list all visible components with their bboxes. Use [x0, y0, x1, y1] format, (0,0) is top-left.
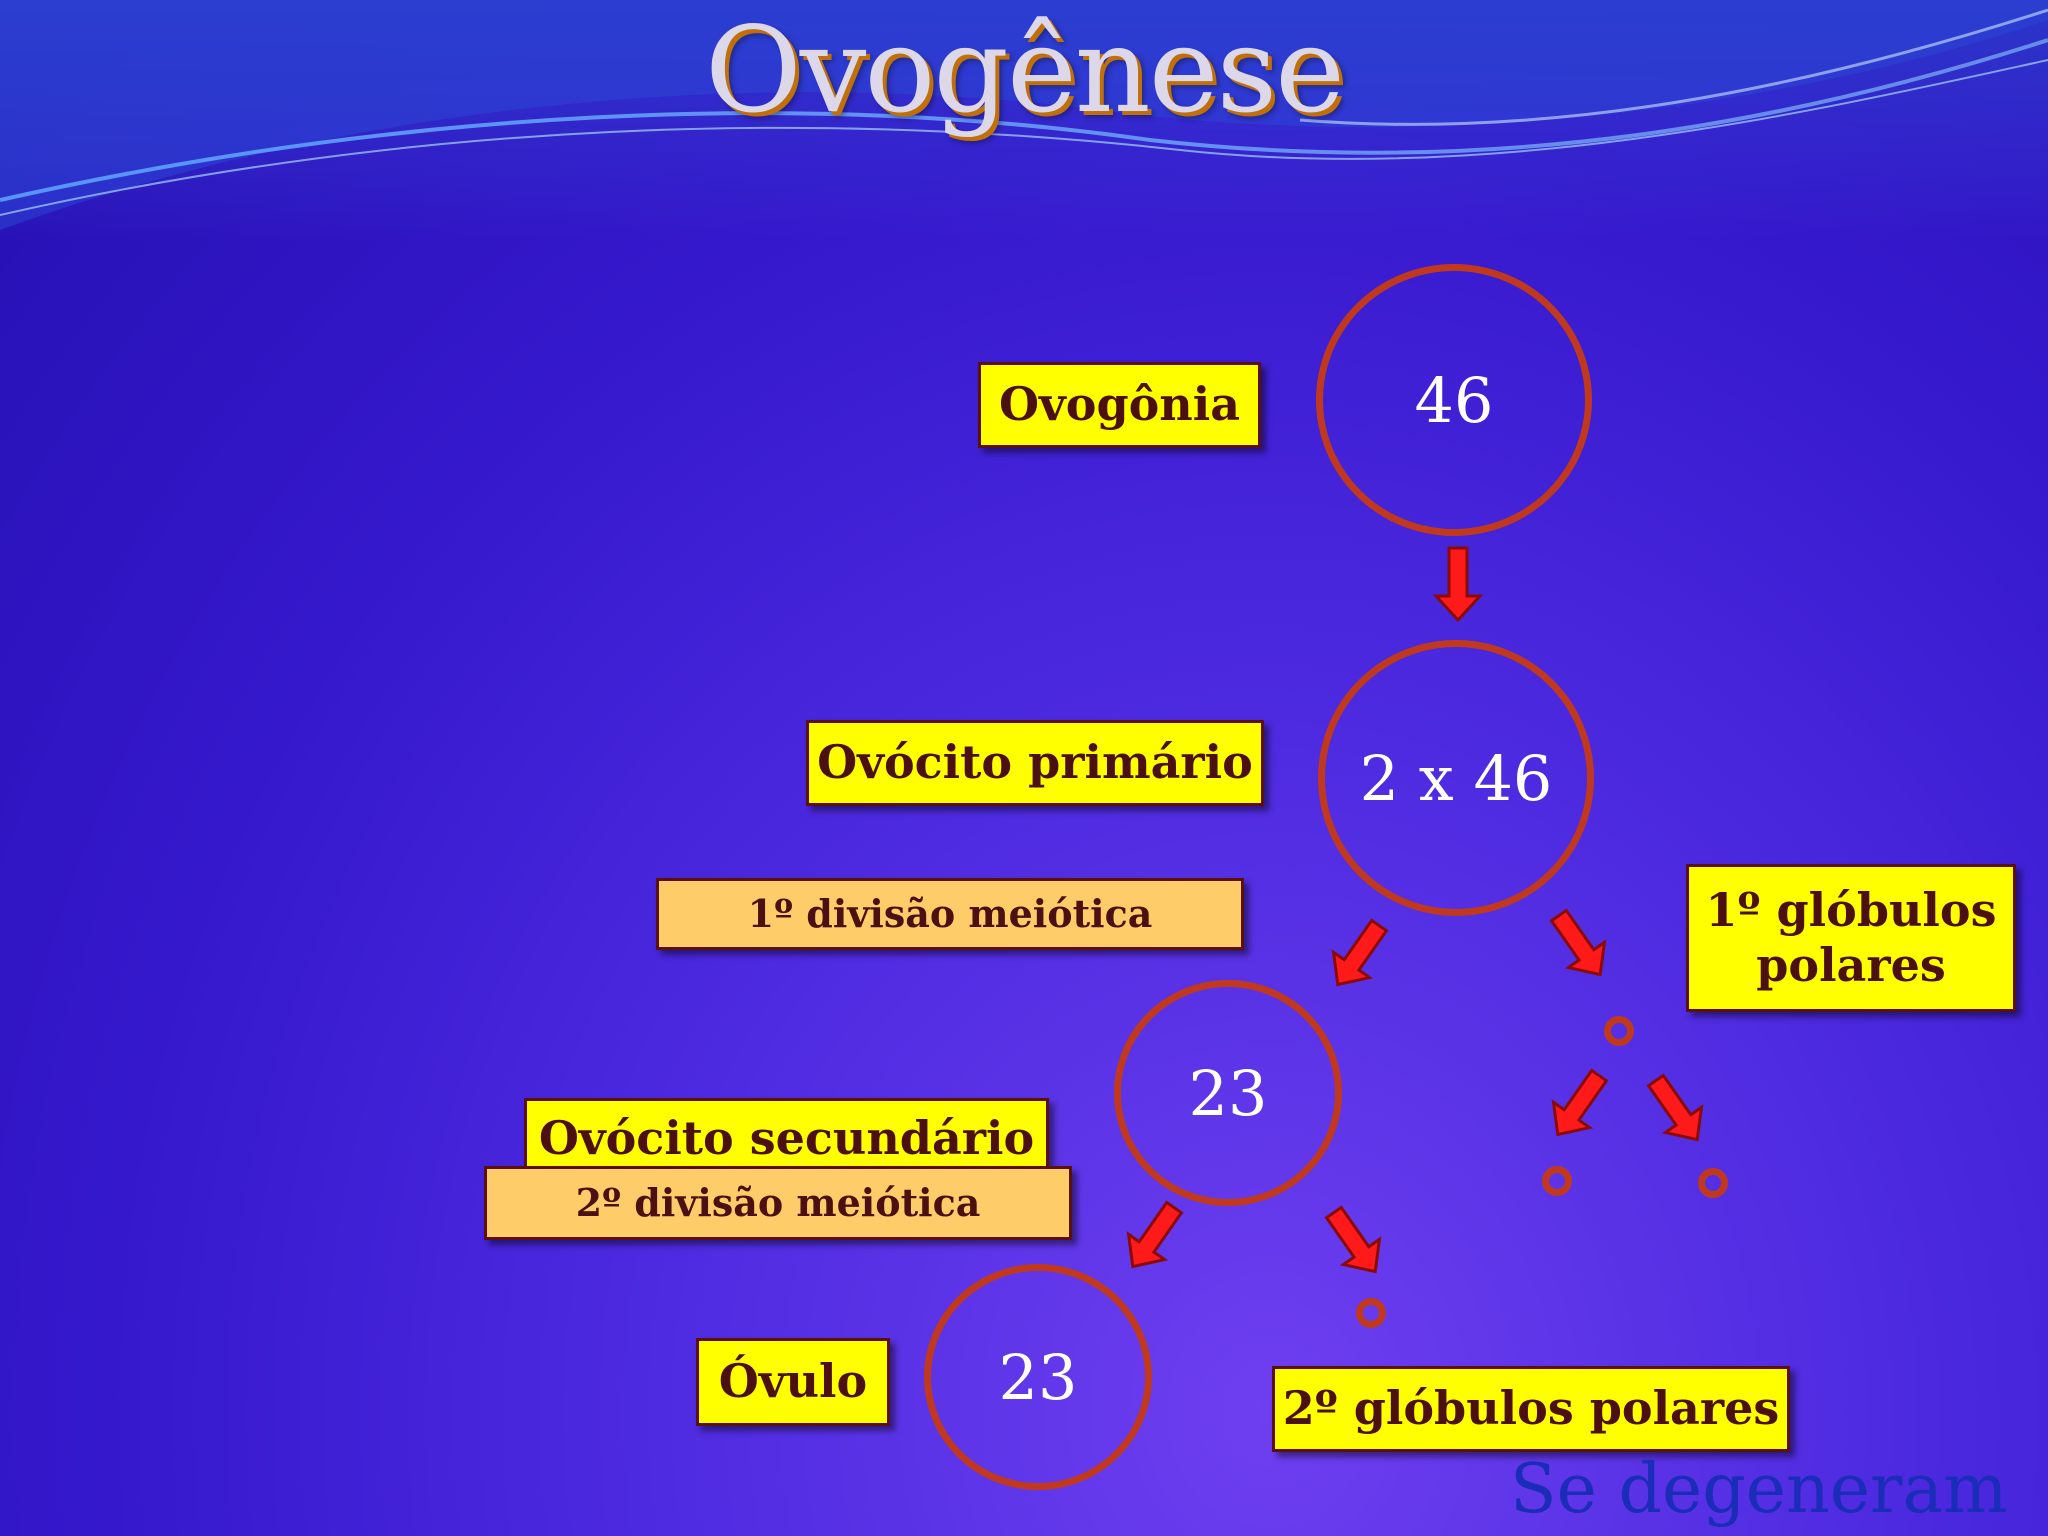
- arrow-ovogonia-to-primario: [1434, 546, 1482, 622]
- ovulo-chromosome-count: 23: [998, 1340, 1078, 1414]
- polar-body-1-left: [1542, 1166, 1572, 1196]
- label-ovulo: Óvulo: [696, 1338, 890, 1426]
- slide-title: Ovogênese: [704, 1, 1345, 139]
- arrow-secundario-to-polar2: [1314, 1198, 1395, 1286]
- label-second-polar-bodies: 2º glóbulos polares: [1272, 1366, 1790, 1452]
- ovogonia-circle: 46: [1316, 264, 1592, 536]
- arrow-polar1-right: [1636, 1066, 1717, 1154]
- label-ovogonia: Ovogônia: [978, 362, 1261, 448]
- arrow-primario-to-polar1: [1539, 901, 1620, 989]
- ovocito-secundario-circle: 23: [1114, 980, 1342, 1206]
- ovocito-primario-chromosome-count: 2 x 46: [1359, 741, 1553, 815]
- label-second-meiotic-division: 2º divisão meiótica: [484, 1166, 1072, 1240]
- ovocito-primario-circle: 2 x 46: [1318, 640, 1594, 916]
- header-waves: [0, 0, 2048, 240]
- ovocito-secundario-chromosome-count: 23: [1188, 1056, 1268, 1130]
- polar-body-1-right: [1698, 1168, 1728, 1198]
- footnote-se-degeneram: Se degeneram: [1510, 1450, 2008, 1529]
- label-ovocito-primario: Ovócito primário: [806, 720, 1264, 806]
- polar-body-2: [1356, 1298, 1386, 1328]
- label-first-polar-bodies: 1º glóbulos polares: [1686, 864, 2016, 1012]
- ovulo-circle: 23: [924, 1264, 1152, 1490]
- label-first-meiotic-division: 1º divisão meiótica: [656, 878, 1244, 950]
- ovogonia-chromosome-count: 46: [1414, 363, 1494, 437]
- arrow-polar1-left: [1538, 1061, 1619, 1149]
- polar-body-1: [1604, 1016, 1634, 1046]
- arrow-secundario-to-ovulo: [1113, 1193, 1194, 1281]
- arrow-primario-to-secundario: [1318, 911, 1399, 999]
